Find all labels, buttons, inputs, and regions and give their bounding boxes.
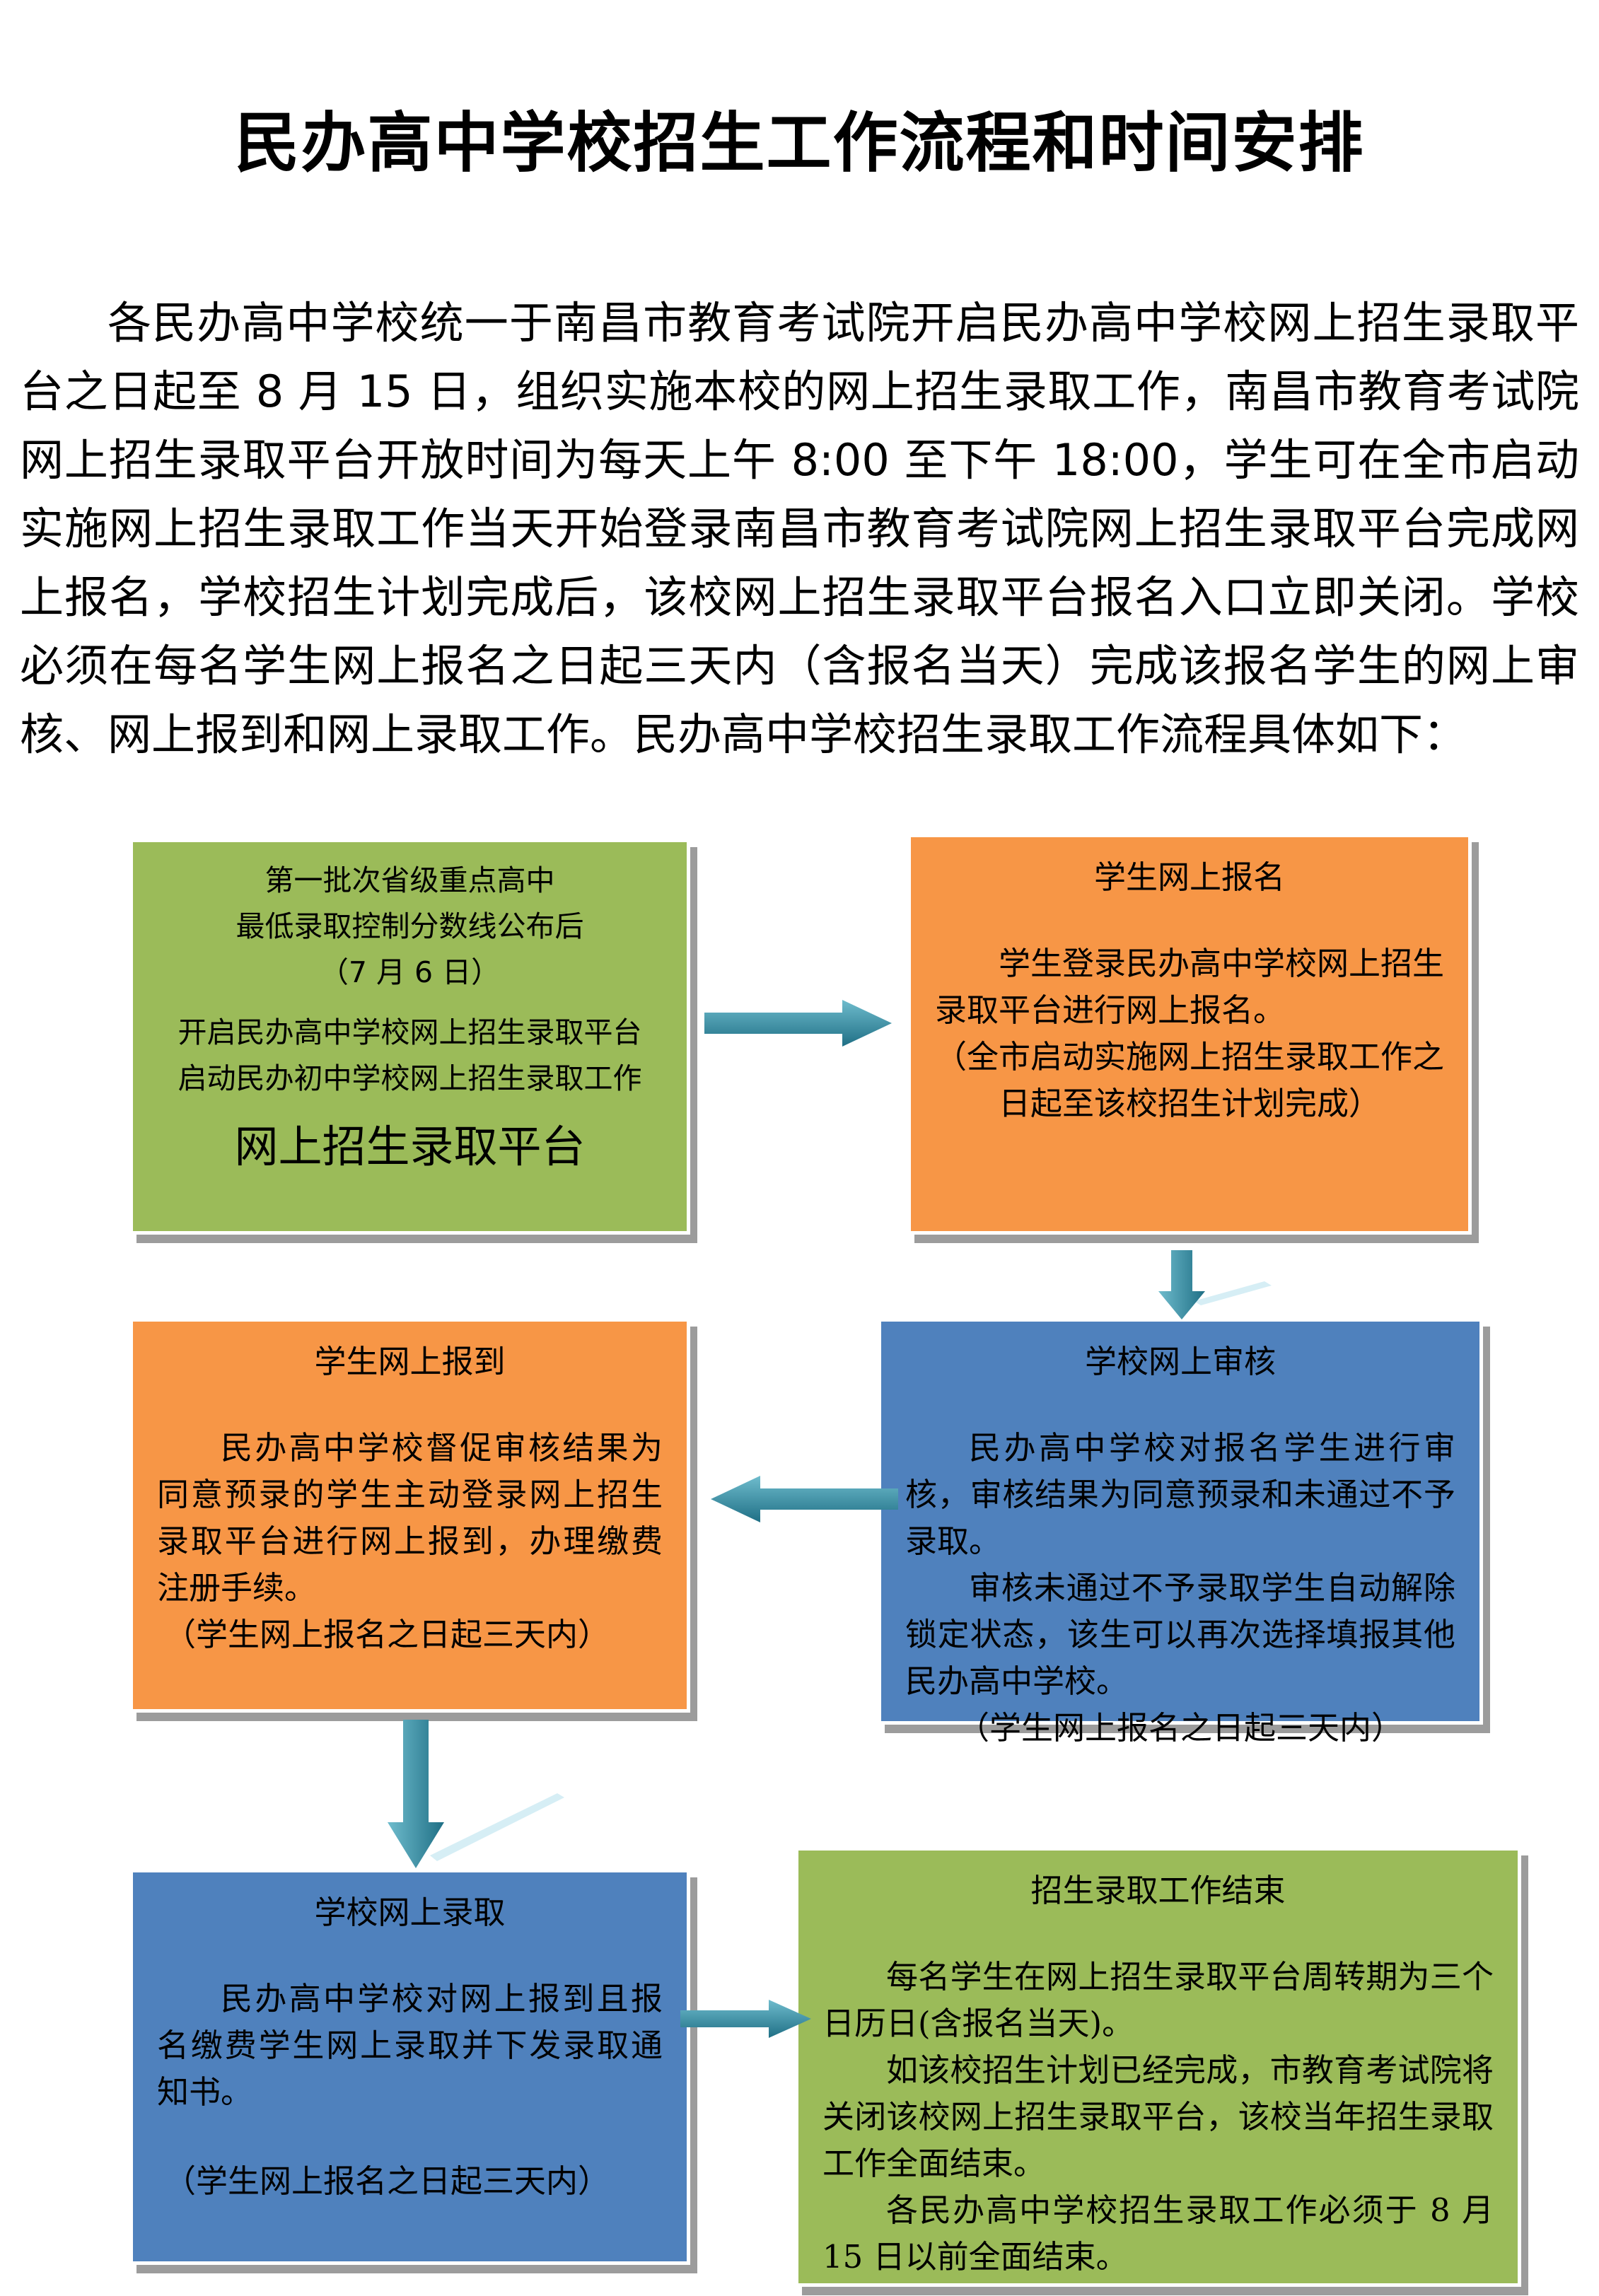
register-box: 学生网上报名 学生登录民办高中学校网上招生录取平台进行网上报名。 （全市启动实施… bbox=[907, 834, 1472, 1235]
platform-label: 网上招生录取平台 bbox=[234, 1121, 586, 1172]
checkin-note: （学生网上报名之日起三天内） bbox=[164, 1616, 610, 1653]
arrow-right-icon bbox=[704, 1000, 892, 1047]
intro-paragraph: 各民办高中学校统一于南昌市教育考试院开启民办高中学校网上招生录取平台之日起至 8… bbox=[20, 297, 1579, 760]
end-body-1: 每名学生在网上招生录取平台周转期为三个日历日(含报名当天)。 bbox=[822, 1958, 1494, 2042]
start-line-3: （7 月 6 日） bbox=[319, 955, 501, 989]
end-body-2: 如该校招生计划已经完成，市教育考试院将关闭该校网上招生录取平台，该校当年招生录取… bbox=[822, 2051, 1494, 2182]
end-body-3: 各民办高中学校招生录取工作必须于 8 月 15 日以前全面结束。 bbox=[822, 2191, 1494, 2275]
arrow-right-bottom-icon bbox=[680, 2000, 811, 2038]
review-body-2: 审核未通过不予录取学生自动解除锁定状态，该生可以再次选择填报其他民办高中学校。 bbox=[905, 1569, 1455, 1700]
register-body: 学生登录民办高中学校网上招生录取平台进行网上报名。 bbox=[935, 945, 1445, 1029]
end-heading: 招生录取工作结束 bbox=[1030, 1872, 1286, 1909]
review-box: 学校网上审核 民办高中学校对报名学生进行审核，审核结果为同意预录和未通过不予录取… bbox=[878, 1318, 1483, 1747]
checkin-body: 民办高中学校督促审核结果为同意预录的学生主动登录网上招生录取平台进行网上报到，办… bbox=[157, 1429, 663, 1607]
page-title: 民办高中学校招生工作流程和时间安排 bbox=[234, 105, 1365, 181]
review-heading: 学校网上审核 bbox=[1084, 1343, 1276, 1380]
admit-note: （学生网上报名之日起三天内） bbox=[164, 2162, 610, 2200]
admit-box: 学校网上录取 民办高中学校对网上报到且报名缴费学生网上录取并下发录取通知书。 （… bbox=[129, 1869, 690, 2265]
review-body-1: 民办高中学校对报名学生进行审核，审核结果为同意预录和未通过不予录取。 bbox=[905, 1429, 1455, 1560]
admit-heading: 学校网上录取 bbox=[314, 1894, 506, 1931]
arrow-left-icon bbox=[711, 1476, 898, 1522]
checkin-heading: 学生网上报到 bbox=[314, 1343, 506, 1380]
arrow-down-long-icon bbox=[388, 1720, 564, 1868]
register-heading: 学生网上报名 bbox=[1093, 858, 1285, 896]
end-box: 招生录取工作结束 每名学生在网上招生录取平台周转期为三个日历日(含报名当天)。 … bbox=[795, 1847, 1521, 2287]
checkin-box: 学生网上报到 民办高中学校督促审核结果为同意预录的学生主动登录网上招生录取平台进… bbox=[129, 1318, 690, 1713]
register-note: （全市启动实施网上招生录取工作之日起至该校招生计划完成） bbox=[935, 1038, 1445, 1122]
start-line-1: 第一批次省级重点高中 bbox=[264, 863, 555, 897]
start-box: 第一批次省级重点高中 最低录取控制分数线公布后 （7 月 6 日） 开启民办高中… bbox=[129, 839, 690, 1235]
review-note: （学生网上报名之日起三天内） bbox=[957, 1709, 1403, 1747]
start-line-2: 最低录取控制分数线公布后 bbox=[236, 909, 584, 943]
admit-body: 民办高中学校对网上报到且报名缴费学生网上录取并下发录取通知书。 bbox=[157, 1980, 663, 2111]
arrow-down-icon bbox=[1158, 1250, 1272, 1319]
start-line-4: 开启民办高中学校网上招生录取平台 bbox=[178, 1015, 642, 1049]
start-line-5: 启动民办初中学校网上招生录取工作 bbox=[178, 1061, 642, 1095]
